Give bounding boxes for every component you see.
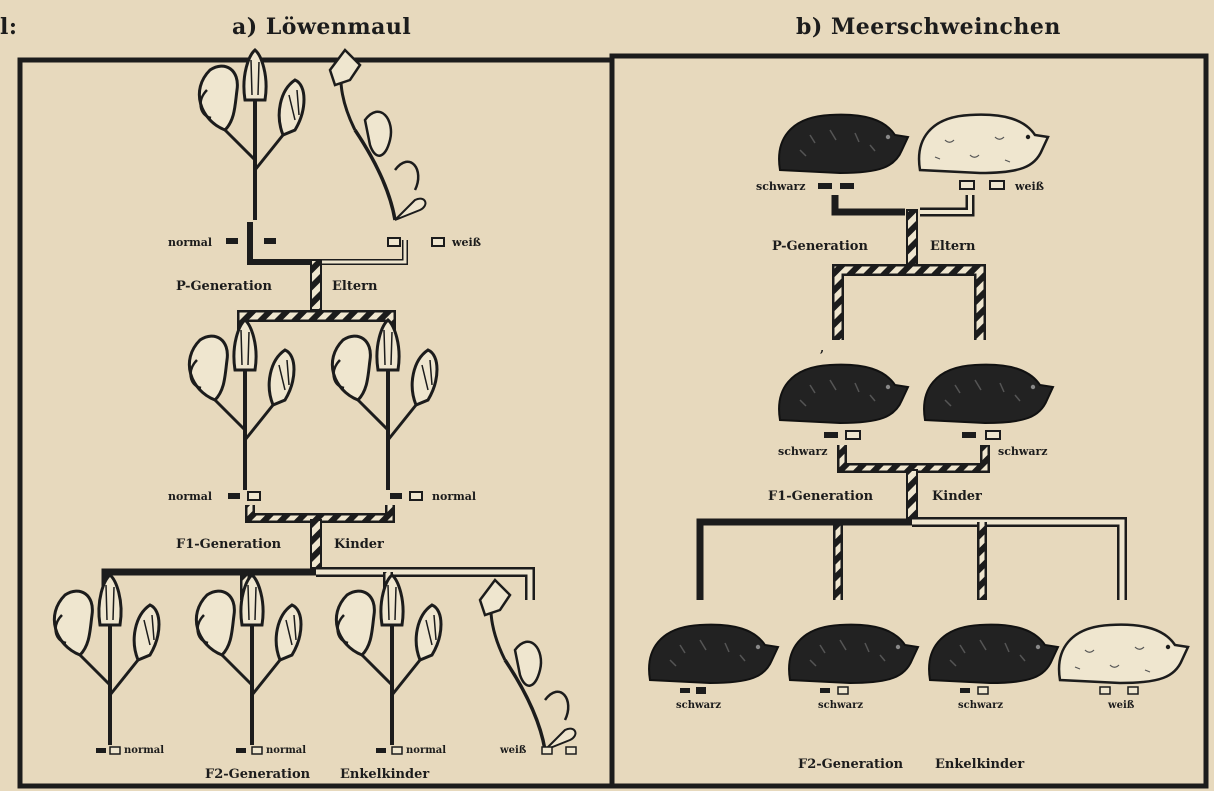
pig-f2-white [1059, 625, 1188, 683]
p-right-trait: weiß [451, 236, 481, 249]
pig-p-black [779, 115, 908, 173]
f2-generation-label: F2-Generation [205, 767, 311, 782]
f1-bracket-mark: , [820, 341, 824, 355]
plant-f2-1 [54, 575, 159, 745]
plant-f2-white [480, 580, 575, 750]
f2-trait-2: normal [266, 745, 306, 756]
plant-f2-3 [336, 575, 441, 745]
pig-f1-children-label: Kinder [932, 489, 982, 504]
pig-f2-trait-3: schwarz [958, 700, 1003, 711]
f2-trait-3: normal [406, 745, 446, 756]
pig-f2-grandchildren-label: Enkelkinder [935, 757, 1024, 772]
pig-p-white [919, 115, 1048, 173]
f2-trait-1: normal [124, 745, 164, 756]
pig-f1-right-trait: schwarz [998, 445, 1048, 458]
pig-f2-generation-label: F2-Generation [798, 757, 904, 772]
pig-p-generation-label: P-Generation [772, 239, 868, 254]
pig-f2-3 [929, 625, 1058, 683]
f1-children-label: Kinder [334, 537, 384, 552]
pig-f1-generation-label: F1-Generation [768, 489, 874, 504]
plant-f1-left [189, 320, 294, 490]
pig-f1-left [779, 365, 908, 423]
f2-trait-4: weiß [499, 745, 527, 756]
f2-grandchildren-label: Enkelkinder [340, 767, 429, 782]
pig-f2-trait-4: weiß [1107, 700, 1135, 711]
pig-f1-right [924, 365, 1053, 423]
plant-f2-2 [196, 575, 301, 745]
f1-right-trait: normal [432, 490, 476, 503]
plant-p-normal [199, 50, 304, 220]
f1-left-trait: normal [168, 490, 212, 503]
pig-p-parents-label: Eltern [930, 239, 976, 254]
p-left-trait: normal [168, 236, 212, 249]
pig-p-right-trait: weiß [1014, 180, 1044, 193]
plant-f1-right [332, 320, 437, 490]
pig-f2-trait-1: schwarz [676, 700, 721, 711]
pig-f1-left-trait: schwarz [778, 445, 828, 458]
pig-p-left-trait: schwarz [756, 180, 806, 193]
plant-p-white [330, 50, 425, 220]
f1-generation-label: F1-Generation [176, 537, 282, 552]
pig-f2-1 [649, 625, 778, 683]
p-parents-label: Eltern [332, 279, 378, 294]
pig-f2-trait-2: schwarz [818, 700, 863, 711]
pig-f2-2 [789, 625, 918, 683]
p-generation-label: P-Generation [176, 279, 272, 294]
